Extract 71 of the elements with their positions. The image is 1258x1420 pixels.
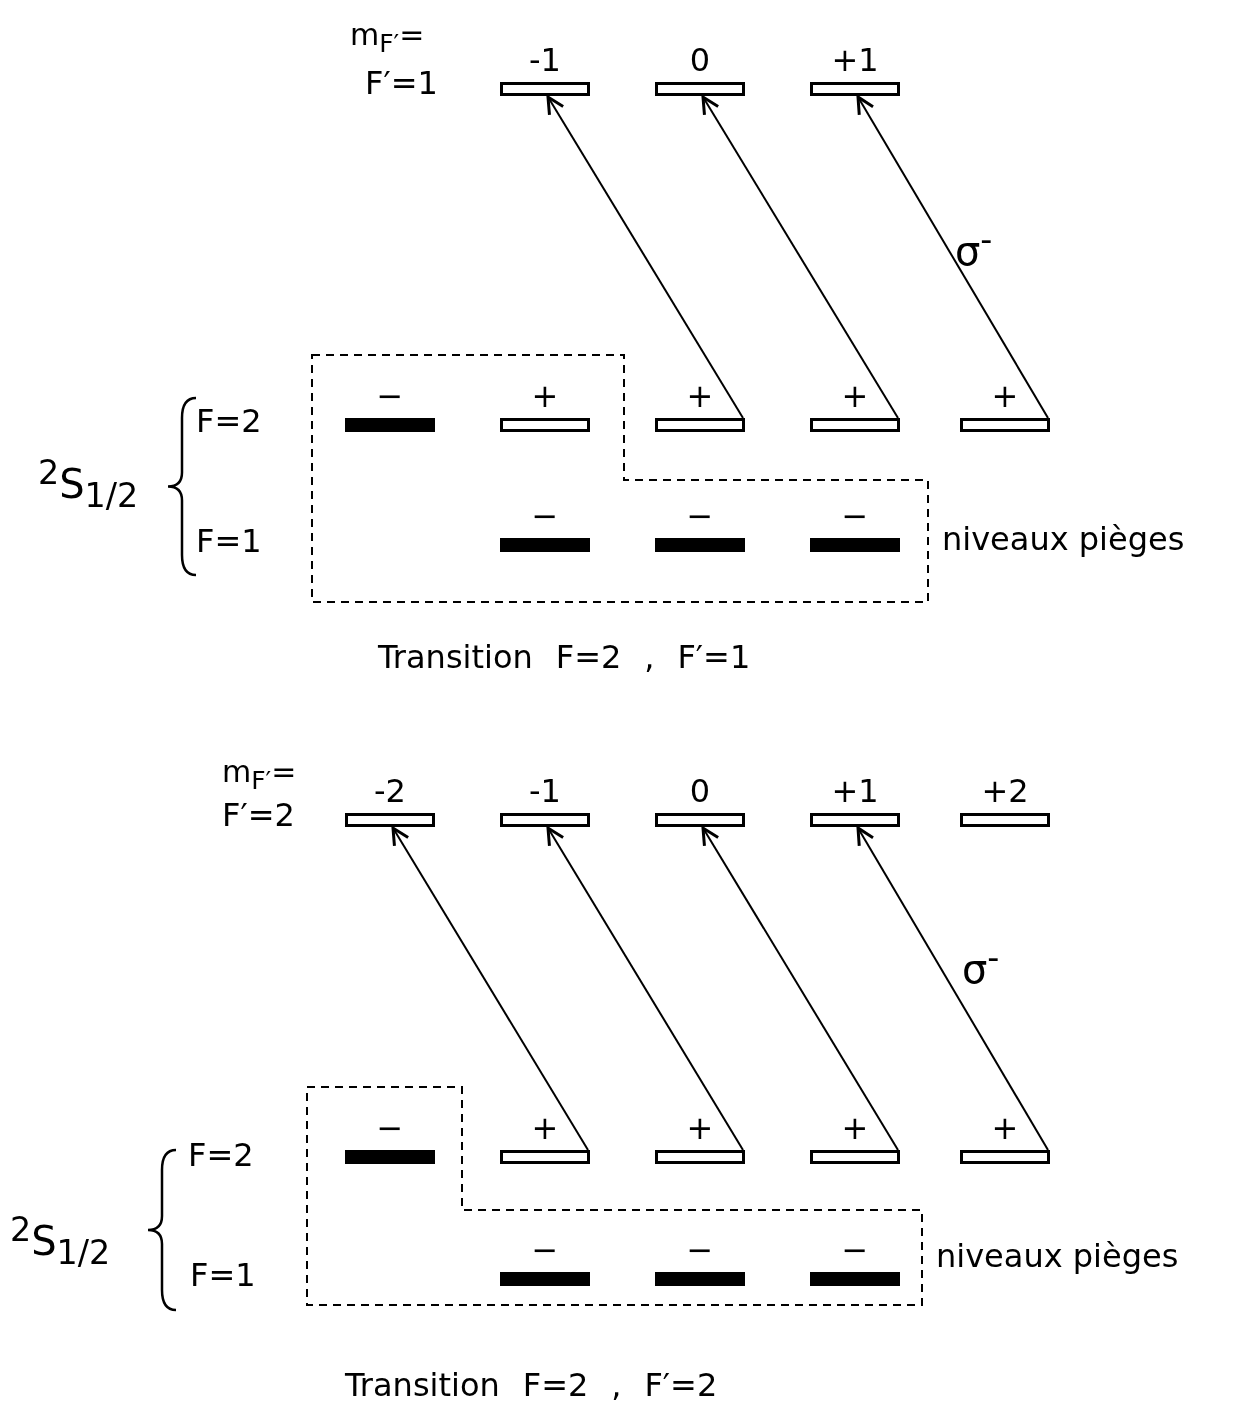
quantum-number-sign: − [530, 496, 560, 536]
transition-caption: Transition F=2 , F′=2 [345, 1368, 718, 1404]
populated-level-bar [345, 1150, 435, 1164]
empty-level-bar [810, 418, 900, 432]
quantum-number-sign: − [685, 496, 715, 536]
quantum-number-sign: +2 [980, 771, 1030, 811]
transition-arrow [391, 826, 589, 1151]
transition-arrow [701, 95, 899, 419]
empty-level-bar [810, 813, 900, 827]
quantum-number-sign: − [375, 376, 405, 416]
transition-caption: Transition F=2 , F′=1 [378, 640, 751, 676]
quantum-number-sign: + [840, 1108, 870, 1148]
quantum-number-sign: +1 [830, 40, 880, 80]
polarization-label: σ$^{-}$ [955, 222, 993, 274]
region-label: niveaux pièges [936, 1235, 1179, 1276]
transition-arrow [701, 826, 899, 1151]
term-symbol: $^{2}$S$_{1/2}$ [10, 1212, 111, 1272]
transition-arrow [546, 95, 744, 419]
region-label: niveaux pièges [942, 519, 1185, 559]
empty-level-bar [960, 813, 1050, 827]
quantum-number-label: m$_{F′}$= [350, 18, 425, 58]
populated-level-bar [810, 538, 900, 552]
quantum-number-sign: + [990, 1108, 1020, 1148]
transition-arrow [856, 95, 1049, 419]
level-label: F=1 [190, 1258, 256, 1294]
quantum-number-sign: -1 [528, 40, 562, 80]
quantum-number-sign: + [685, 1108, 715, 1148]
level-label: F′=2 [222, 798, 295, 834]
quantum-number-sign: + [990, 376, 1020, 416]
quantum-number-sign: 0 [688, 771, 712, 811]
empty-level-bar [960, 418, 1050, 432]
level-label: F=2 [188, 1138, 254, 1174]
level-label: F=1 [196, 524, 262, 560]
quantum-number-sign: + [530, 376, 560, 416]
empty-level-bar [810, 1150, 900, 1164]
empty-level-bar [960, 1150, 1050, 1164]
empty-level-bar [345, 813, 435, 827]
transition-arrow [546, 826, 744, 1151]
quantum-number-sign: -1 [528, 771, 562, 811]
quantum-number-sign: − [530, 1230, 560, 1270]
empty-level-bar [500, 82, 590, 96]
quantum-number-sign: − [375, 1108, 405, 1148]
populated-level-bar [345, 418, 435, 432]
quantum-number-sign: -2 [373, 771, 407, 811]
populated-level-bar [810, 1272, 900, 1286]
quantum-number-sign: +1 [830, 771, 880, 811]
empty-level-bar [500, 1150, 590, 1164]
quantum-number-sign: − [840, 496, 870, 536]
quantum-number-sign: + [685, 376, 715, 416]
quantum-number-sign: + [530, 1108, 560, 1148]
level-label: F=2 [196, 404, 262, 440]
empty-level-bar [655, 1150, 745, 1164]
polarization-label: σ$^{-}$ [962, 940, 1000, 992]
populated-level-bar [655, 538, 745, 552]
quantum-number-sign: − [840, 1230, 870, 1270]
empty-level-bar [655, 82, 745, 96]
quantum-number-sign: + [840, 376, 870, 416]
quantum-number-label: m$_{F′}$= [222, 755, 297, 795]
transition-arrow [856, 826, 1049, 1151]
quantum-number-sign: 0 [688, 40, 712, 80]
level-label: F′=1 [365, 66, 438, 102]
populated-level-bar [655, 1272, 745, 1286]
populated-level-bar [500, 538, 590, 552]
term-symbol: $^{2}$S$_{1/2}$ [38, 455, 139, 515]
populated-level-bar [500, 1272, 590, 1286]
empty-level-bar [655, 418, 745, 432]
empty-level-bar [810, 82, 900, 96]
empty-level-bar [655, 813, 745, 827]
empty-level-bar [500, 813, 590, 827]
empty-level-bar [500, 418, 590, 432]
quantum-number-sign: − [685, 1230, 715, 1270]
